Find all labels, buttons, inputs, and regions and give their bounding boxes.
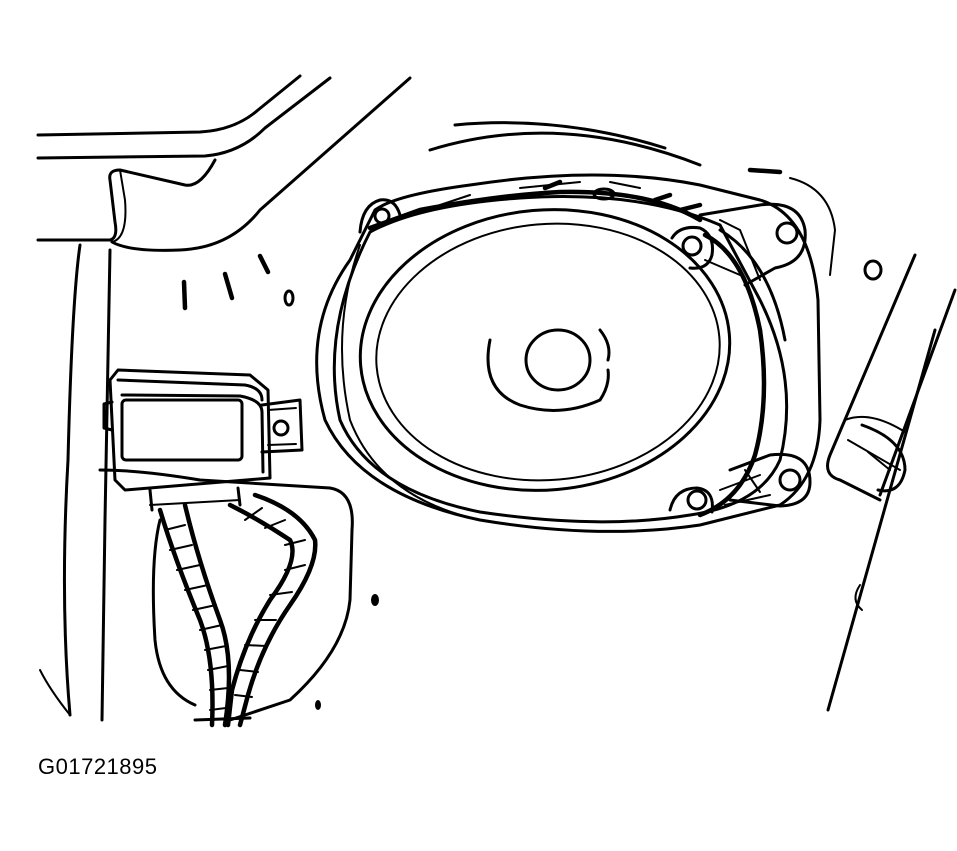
wiring-harness	[157, 492, 318, 728]
speaker	[315, 173, 822, 533]
body-panel	[36, 74, 957, 722]
speaker-mounting-tabs	[358, 198, 812, 514]
figure-code: G01721895	[38, 754, 158, 779]
electronic-module	[102, 368, 304, 512]
